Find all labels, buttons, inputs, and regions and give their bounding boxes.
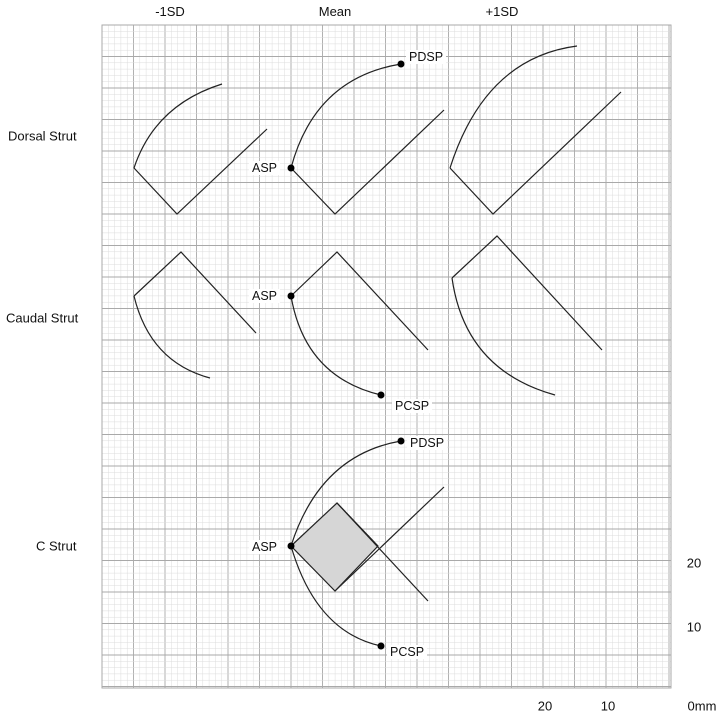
caudal-frame xyxy=(451,235,603,351)
c-lower-curve xyxy=(290,545,382,647)
pcsp-label: PCSP xyxy=(392,399,433,413)
asp-dot xyxy=(287,542,295,550)
scale-bottom-10: 10 xyxy=(600,698,616,714)
dorsal-frame xyxy=(133,128,268,215)
asp-dot xyxy=(287,292,295,300)
column-header-minus-1sd: -1SD xyxy=(155,4,185,19)
caudal-frame xyxy=(290,251,429,351)
dorsal-strut-plus-1sd xyxy=(449,45,622,215)
asp-label: ASP xyxy=(249,540,281,554)
caudal-strut-minus-1sd xyxy=(133,251,257,379)
row-header-caudal-strut: Caudal Strut xyxy=(6,310,79,326)
scale-bottom-0mm: 0mm xyxy=(687,698,717,714)
pdsp-label: PDSP xyxy=(406,50,447,64)
c-caudal-line xyxy=(336,502,429,602)
grid-border xyxy=(101,24,672,689)
caudal-strut-mean xyxy=(290,251,429,396)
dorsal-strut-minus-1sd xyxy=(133,83,268,215)
row-header-dorsal-strut: Dorsal Strut xyxy=(8,128,77,144)
scale-bottom-20: 20 xyxy=(537,698,553,714)
landmark-points xyxy=(287,60,405,650)
pcsp-dot xyxy=(377,391,385,399)
dorsal-strut-mean xyxy=(290,63,445,215)
c-dorsal-line xyxy=(334,486,445,592)
column-header-plus-1sd: +1SD xyxy=(485,4,519,19)
asp-label: ASP xyxy=(249,289,281,303)
scale-right-20: 20 xyxy=(686,555,702,571)
caudal-curve xyxy=(290,295,382,396)
pdsp-dot xyxy=(397,60,405,68)
dorsal-curve xyxy=(449,45,578,169)
dorsal-frame xyxy=(449,91,622,215)
pcsp-label: PCSP xyxy=(387,645,428,659)
asp-dot xyxy=(287,164,295,172)
graph-paper-grid xyxy=(101,24,672,689)
scale-right-10: 10 xyxy=(686,619,702,635)
caudal-curve xyxy=(133,295,211,379)
c-upper-curve xyxy=(290,440,402,547)
dorsal-frame xyxy=(290,109,445,215)
dorsal-curve xyxy=(133,83,223,169)
pcsp-dot xyxy=(377,642,385,650)
pdsp-label: PDSP xyxy=(407,436,448,450)
row-header-c-strut: C Strut xyxy=(36,538,77,554)
asp-label: ASP xyxy=(249,161,281,175)
pdsp-dot xyxy=(397,437,405,445)
c-strut-mean xyxy=(290,440,445,647)
dorsal-curve xyxy=(290,63,402,169)
caudal-curve xyxy=(451,277,556,396)
column-header-mean: Mean xyxy=(318,4,352,19)
caudal-frame xyxy=(133,251,257,334)
caudal-strut-plus-1sd xyxy=(451,235,603,396)
overlap-region xyxy=(290,502,379,592)
